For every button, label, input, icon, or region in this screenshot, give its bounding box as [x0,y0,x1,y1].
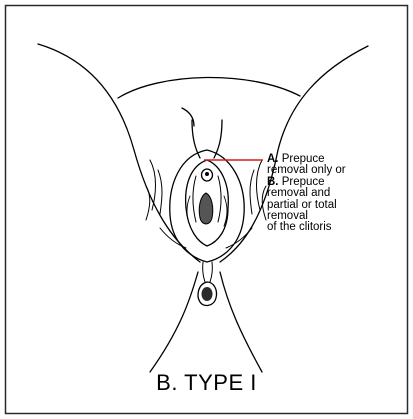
anus-fill [202,287,213,301]
annotation-line-4: removal and [267,188,407,199]
figure-caption: B. TYPE I [0,370,413,396]
part-a-letter: A. [267,153,279,165]
part-b-text: Prepuce [282,176,325,188]
part-b-letter: B. [267,176,279,188]
annotation-line-7: of the clitoris [267,222,407,233]
vaginal-opening [199,193,213,224]
part-a-text: Prepuce [282,153,325,165]
annotation-text: A. Prepuce removal only or B. Prepuce re… [267,154,407,234]
